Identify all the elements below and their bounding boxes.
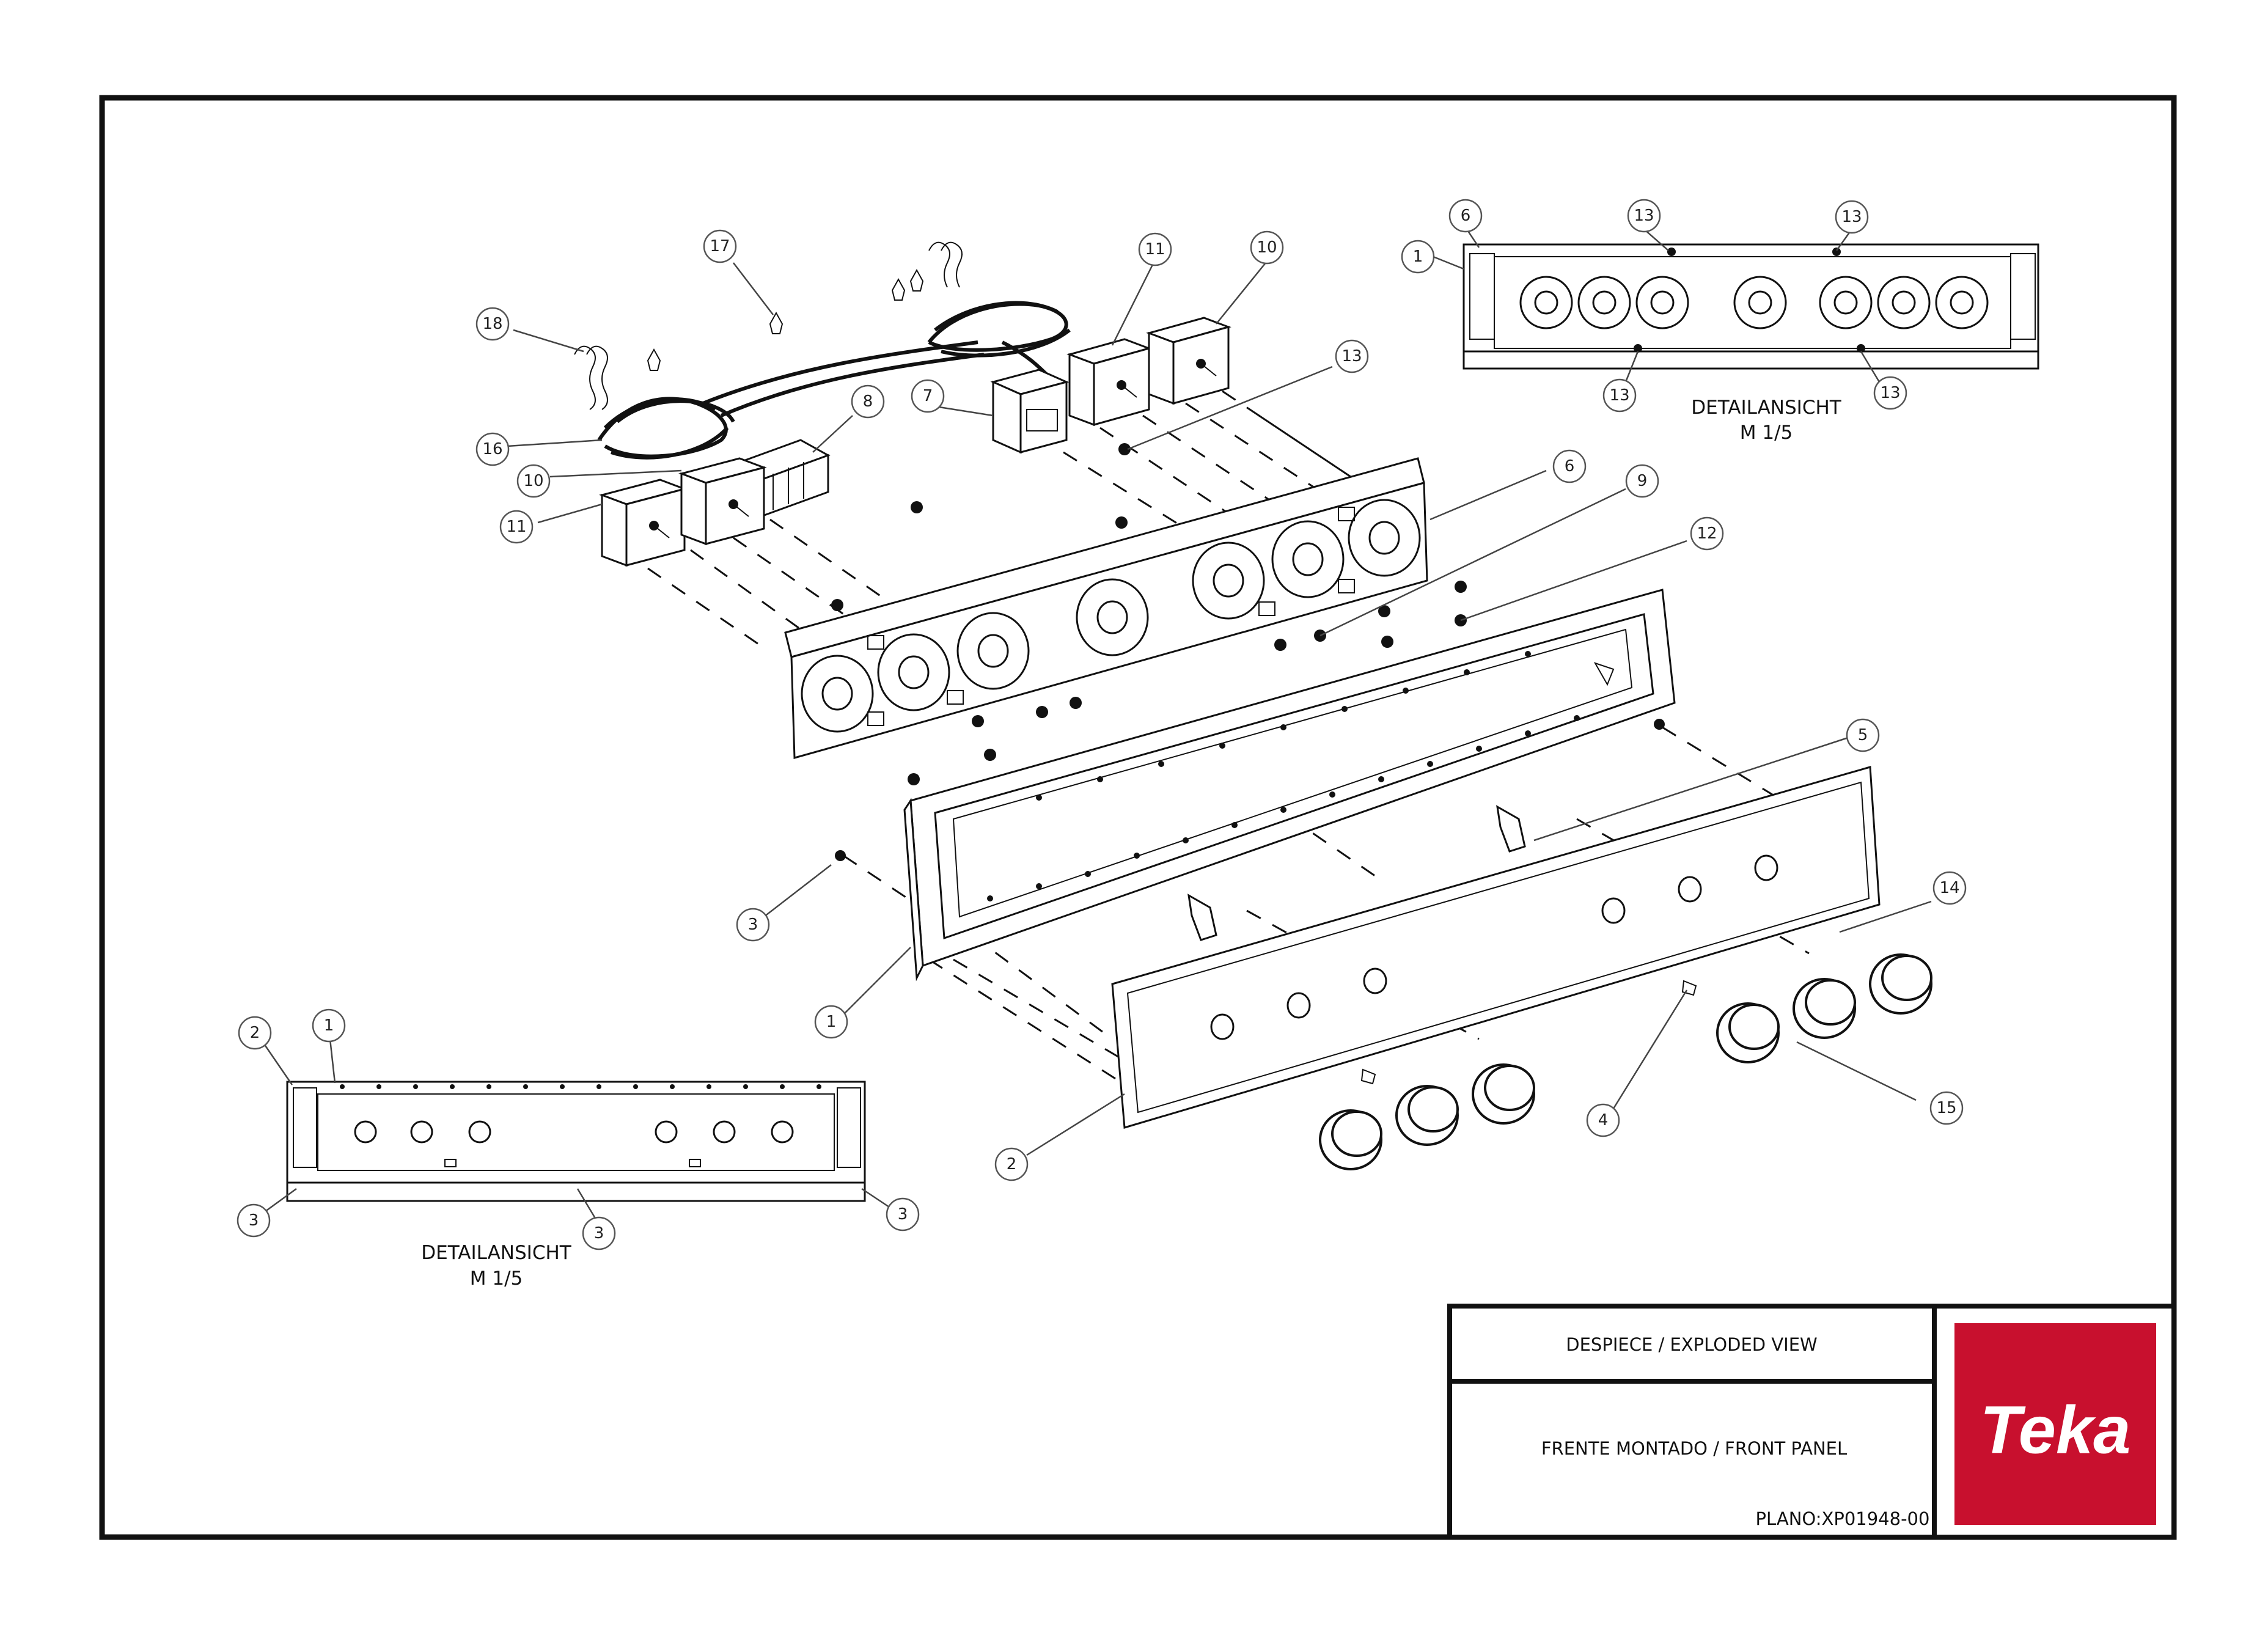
clips (1187, 805, 1697, 1085)
svg-text:8: 8 (863, 392, 873, 411)
svg-text:16: 16 (482, 440, 502, 458)
teka-logo-text: Teka (1980, 1393, 2131, 1468)
control-knobs (1319, 953, 1932, 1170)
callout-5: 5 (1846, 718, 1880, 752)
front-panel (1111, 766, 1881, 1129)
callout-13: 13 (1335, 339, 1369, 373)
title-block-title: DESPIECE / EXPLODED VIEW (1566, 1334, 1817, 1355)
main-exploded-view: 17 18 16 10 11 8 7 11 10 13 6 9 12 5 14 … (475, 229, 1967, 1181)
detail-label-bottom-left: DETAILANSICHT (421, 1242, 571, 1264)
svg-text:12: 12 (1697, 524, 1717, 543)
svg-text:13: 13 (1341, 347, 1362, 365)
title-block-drawing-number: PLANO:XP01948-00 (1756, 1508, 1930, 1529)
svg-text:3: 3 (748, 916, 758, 934)
callout-bl-3a: 3 (237, 1203, 271, 1238)
callout-17: 17 (703, 229, 737, 263)
callout-14: 14 (1932, 871, 1967, 905)
callout-3: 3 (736, 908, 770, 942)
svg-text:3: 3 (898, 1205, 908, 1224)
svg-text:14: 14 (1939, 879, 1959, 897)
callout-7: 7 (911, 379, 945, 413)
callout-tr-13b: 13 (1835, 200, 1869, 234)
svg-text:11: 11 (1145, 240, 1165, 259)
svg-text:15: 15 (1936, 1099, 1956, 1117)
callout-tr-6: 6 (1448, 199, 1483, 233)
svg-text:4: 4 (1598, 1111, 1609, 1129)
callout-tr-1: 1 (1401, 240, 1435, 274)
callout-bl-1: 1 (312, 1008, 346, 1043)
detail-scale-top-right: M 1/5 (1740, 422, 1793, 444)
svg-text:13: 13 (1880, 384, 1900, 402)
callout-1: 1 (814, 1005, 848, 1039)
callout-12: 12 (1690, 516, 1724, 551)
callout-tr-13a: 13 (1627, 199, 1661, 233)
detail-view-top-right: 6 13 13 1 13 13 DETAILANSICHT M 1/5 (1401, 199, 2039, 444)
detail-scale-bottom-left: M 1/5 (470, 1268, 523, 1290)
svg-text:9: 9 (1637, 472, 1648, 490)
callout-4: 4 (1586, 1103, 1620, 1137)
callout-8: 8 (851, 384, 885, 419)
svg-text:6: 6 (1461, 207, 1471, 225)
callout-15: 15 (1929, 1091, 1964, 1125)
svg-text:13: 13 (1609, 386, 1629, 405)
svg-text:11: 11 (506, 518, 526, 536)
teka-logo (1954, 1323, 2156, 1525)
drawing-border (99, 95, 2177, 1540)
switch-module-right-b (1146, 317, 1231, 405)
svg-text:3: 3 (249, 1211, 259, 1230)
callout-bl-3b: 3 (582, 1216, 616, 1250)
svg-text:1: 1 (324, 1016, 334, 1035)
callout-bl-2: 2 (238, 1016, 272, 1050)
screws (831, 443, 1665, 861)
svg-text:3: 3 (594, 1224, 604, 1243)
leader-lines (507, 259, 1932, 1156)
connector-block (990, 369, 1070, 454)
callout-11b: 11 (1138, 232, 1172, 266)
switch-module-right-a (1066, 338, 1152, 427)
callout-18: 18 (475, 307, 510, 341)
svg-text:6: 6 (1565, 457, 1575, 475)
front-frame (903, 589, 1676, 982)
callout-9: 9 (1625, 464, 1659, 498)
callout-tr-13d: 13 (1873, 376, 1907, 410)
title-block: DESPIECE / EXPLODED VIEW FRENTE MONTADO … (1447, 1304, 2176, 1540)
callout-10b: 10 (1250, 230, 1284, 265)
callout-6: 6 (1552, 449, 1587, 483)
svg-text:1: 1 (1413, 248, 1423, 266)
switch-module-left-a (599, 479, 688, 567)
callout-tr-13c: 13 (1602, 378, 1637, 413)
detail-label-top-right: DETAILANSICHT (1691, 397, 1841, 419)
svg-text:2: 2 (250, 1024, 260, 1042)
svg-text:7: 7 (923, 387, 933, 405)
callout-16: 16 (475, 432, 510, 466)
callout-10a: 10 (516, 464, 551, 498)
svg-text:5: 5 (1858, 726, 1868, 744)
callout-11a: 11 (499, 510, 534, 544)
callout-bl-3c: 3 (886, 1197, 920, 1232)
svg-text:13: 13 (1841, 208, 1862, 226)
title-block-subtitle: FRENTE MONTADO / FRONT PANEL (1541, 1438, 1847, 1459)
svg-text:1: 1 (826, 1013, 837, 1031)
callout-2: 2 (994, 1147, 1029, 1181)
svg-text:13: 13 (1634, 207, 1654, 225)
svg-text:17: 17 (710, 237, 730, 255)
switch-module-left-b (678, 457, 767, 546)
detail-view-bottom-left: 2 1 3 3 3 DETAILANSICHT M 1/5 (237, 1008, 920, 1290)
control-bracket-plate (784, 457, 1428, 759)
svg-text:10: 10 (523, 472, 543, 490)
svg-text:2: 2 (1007, 1155, 1017, 1173)
svg-text:10: 10 (1257, 238, 1277, 257)
svg-text:18: 18 (482, 315, 502, 333)
